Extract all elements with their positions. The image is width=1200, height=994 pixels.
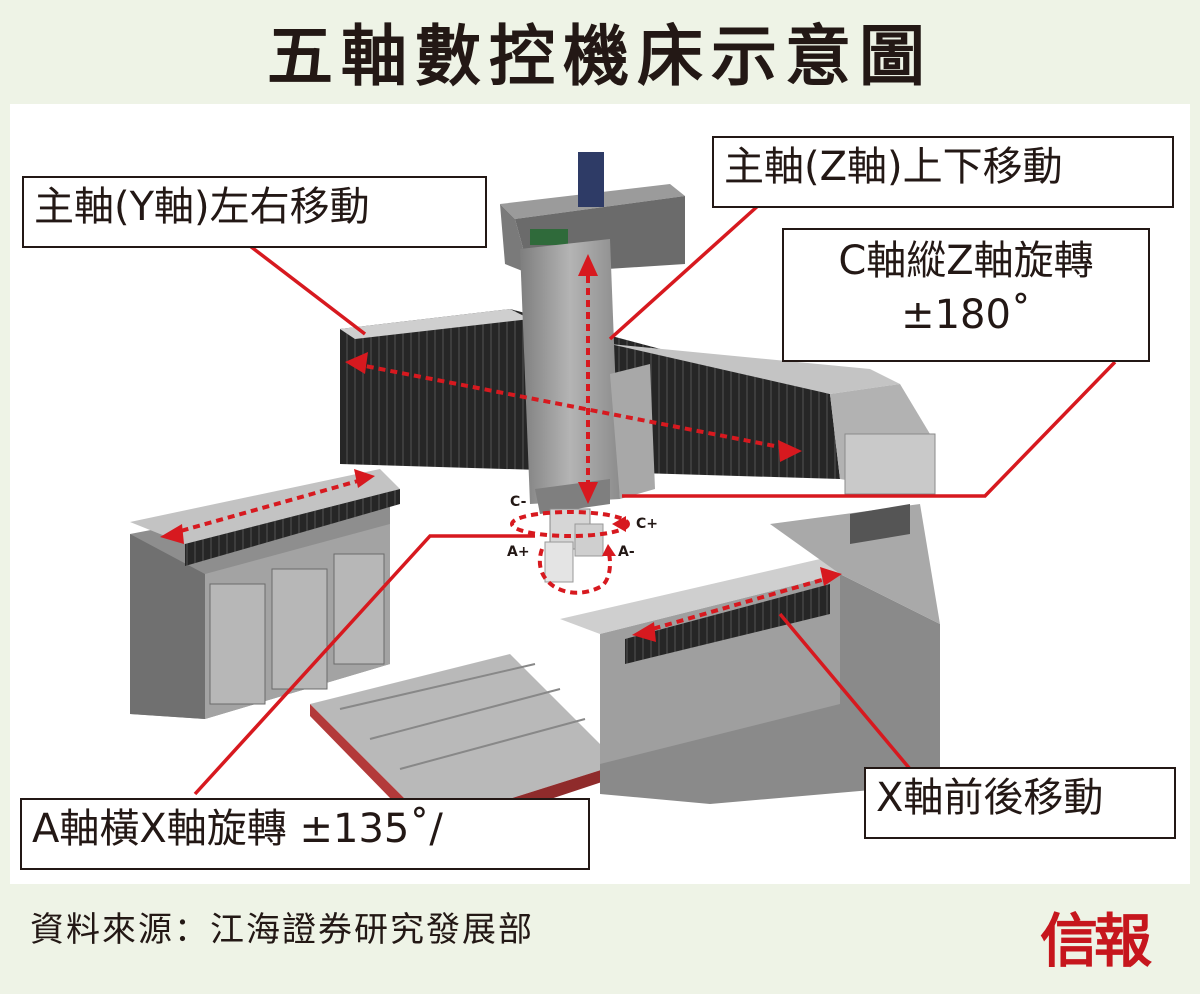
- x-axis-callout: X軸前後移動: [864, 767, 1176, 839]
- x-axis-arrow-left: [169, 477, 366, 536]
- x-axis-text: X軸前後移動: [876, 775, 1104, 821]
- y-axis-leader: [248, 244, 367, 336]
- source-note: 資料來源：江海證券研究發展部: [30, 910, 534, 950]
- a-axis-callout: A軸橫X軸旋轉 ±135˚/: [20, 798, 590, 870]
- y-axis-callout: 主軸(Y軸)左右移動: [22, 176, 487, 248]
- x-axis-leader: [778, 612, 912, 771]
- a-axis-text: A軸橫X軸旋轉 ±135˚/: [32, 806, 443, 852]
- x-axis-arrow-right: [641, 575, 833, 634]
- c-minus-label: C-: [510, 494, 527, 510]
- page-title: 五軸數控機床示意圖: [267, 18, 933, 95]
- a-rotation-arrow: [537, 548, 612, 595]
- c-axis-text: C軸縱Z軸旋轉: [838, 238, 1094, 284]
- arrowheads: [160, 254, 842, 642]
- left-column: [130, 469, 400, 719]
- right-column: [560, 504, 940, 804]
- c-axis-range: ±180˚: [901, 292, 1031, 338]
- a-minus-label: A-: [618, 544, 635, 560]
- z-axis-leader: [608, 202, 762, 341]
- leader-lines: [193, 202, 1117, 796]
- five-axis-machine-illustration: C- C+ A+ A-: [130, 152, 1117, 839]
- motion-arrows: [169, 264, 833, 634]
- z-axis-text: 主軸(Z軸)上下移動: [724, 144, 1063, 190]
- motor-icon: [578, 152, 604, 207]
- c-axis-callout: C軸縱Z軸旋轉 ±180˚: [782, 228, 1150, 362]
- y-axis-text: 主軸(Y軸)左右移動: [34, 184, 370, 230]
- c-rotation-arrow: [510, 510, 630, 538]
- a-plus-label: A+: [507, 544, 530, 560]
- publisher-logo: 信報: [1040, 907, 1152, 975]
- z-axis-callout: 主軸(Z軸)上下移動: [712, 136, 1174, 208]
- c-plus-label: C+: [636, 516, 658, 532]
- c-axis-leader: [622, 360, 1117, 498]
- a-axis-leader: [193, 534, 535, 796]
- y-axis-arrow: [354, 362, 791, 451]
